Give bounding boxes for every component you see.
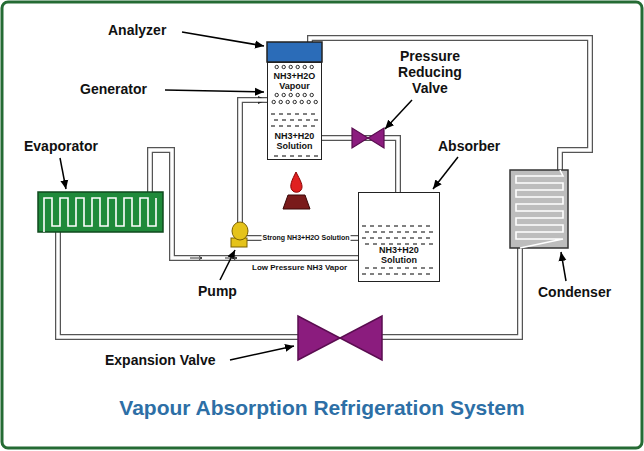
pipe-bore: [310, 38, 590, 170]
pipe-wall: [310, 38, 590, 170]
vessel-text: NH3+H20 Solution: [270, 131, 319, 151]
pipe-bore: [150, 150, 358, 258]
condenser-coil: [510, 170, 568, 248]
condenser-tubes: [516, 170, 563, 248]
vessel-text: NH3+H20 Solution: [361, 245, 437, 265]
callout-label: Pressure Reducing Valve: [390, 48, 470, 96]
absorber-vessel: NH3+H20 Solution: [358, 192, 440, 282]
pressure-reducing-valve-symbol: [352, 128, 384, 148]
pipe-connector: [322, 138, 398, 192]
flow-arrows: [190, 257, 237, 260]
callout-label: Evaporator: [24, 138, 98, 154]
vessel-text: NH3+H2O Vapour: [270, 71, 319, 91]
callout-label: Absorber: [438, 138, 500, 154]
pipe-label: Strong NH3+H2O Solution: [262, 234, 351, 242]
callout-label: Analyzer: [108, 22, 166, 38]
pipe-connector: [240, 100, 358, 238]
burner-flame: [283, 172, 310, 209]
callout-label: Condenser: [538, 284, 611, 300]
callout-label: Pump: [198, 283, 237, 299]
evaporator-coil: [38, 192, 163, 232]
pipe-wall: [150, 150, 358, 258]
pipe-wall: [58, 232, 298, 337]
pipe-connector-group: [240, 100, 358, 238]
analyzer-box: [267, 42, 322, 62]
generator-vessel: NH3+H2O VapourNH3+H20 Solution: [267, 62, 322, 160]
diagram-title: Vapour Absorption Refrigeration System: [0, 396, 644, 420]
leader-arrows: [60, 32, 566, 360]
pump-symbol: [231, 222, 248, 247]
pipe-work: [58, 38, 590, 337]
pipe-connector-group: [322, 138, 398, 192]
vessel-contents: [271, 65, 433, 274]
pipe-bore: [58, 232, 298, 337]
pipe-bore: [322, 138, 398, 192]
callout-label: Expansion Valve: [105, 352, 216, 368]
pipe-bore: [240, 100, 358, 238]
expansion-valve-symbol: [298, 316, 382, 360]
evaporator-tubes: [44, 198, 156, 232]
callout-label: Low Pressure NH3 Vapor: [252, 263, 347, 273]
callout-label: Generator: [80, 81, 147, 97]
